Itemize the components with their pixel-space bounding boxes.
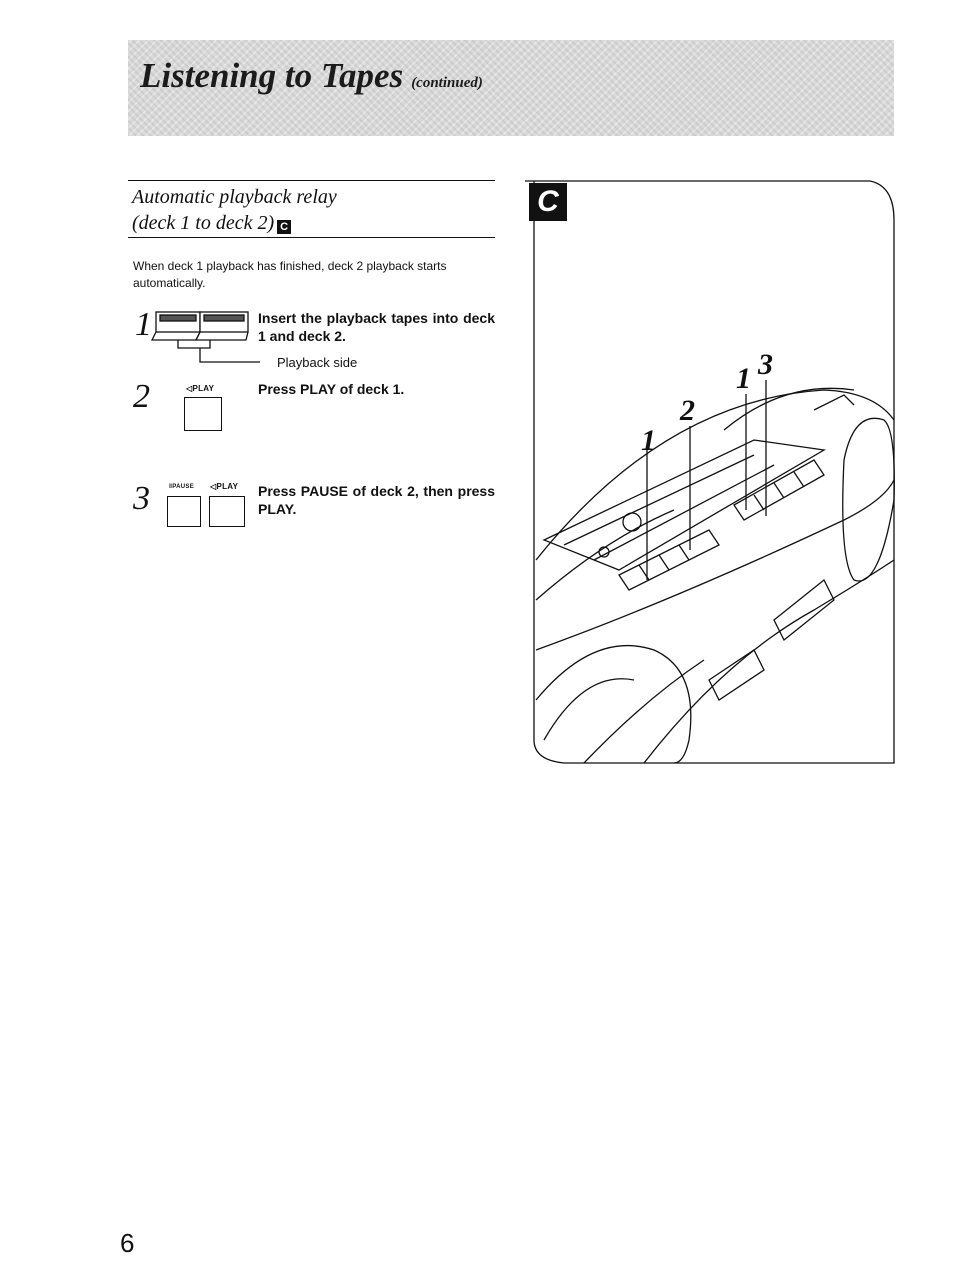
section-title-line2-text: (deck 1 to deck 2) (132, 212, 275, 234)
pause-button-label: ‖PAUSE (169, 484, 195, 490)
figure-callout-3: 3 (758, 348, 773, 381)
step-2-number: 2 (133, 378, 150, 415)
figure-callout-1a: 1 (641, 424, 656, 457)
step-2-text: Press PLAY of deck 1. (258, 381, 405, 397)
page-number: 6 (120, 1228, 135, 1258)
figure-callout-2: 2 (680, 394, 695, 427)
section-title-line1: Automatic playback relay (132, 186, 337, 208)
figure-ref-badge: C (277, 220, 292, 234)
intro-text: When deck 1 playback has finished, deck … (133, 259, 447, 290)
playback-side-label: Playback side (277, 355, 358, 370)
step-1-text: Insert the playback tapes into deck 1 an… (258, 310, 495, 344)
step-3-number: 3 (133, 480, 150, 517)
play-button-label: ◁PLAY (186, 384, 215, 393)
cassette-tapes-icon (150, 311, 260, 363)
play-button-icon-2 (209, 496, 245, 527)
header-band (128, 40, 894, 136)
step-3-text: Press PAUSE of deck 2, then press PLAY. (258, 483, 495, 517)
page-title: Listening to Tapes (continued) (140, 56, 483, 96)
section-bottom-rule (128, 237, 495, 238)
section-title-line2: (deck 1 to deck 2)C (132, 210, 492, 236)
section-top-rule (128, 180, 495, 181)
play-button-label-2: ◁PLAY (210, 482, 239, 491)
step-1-number: 1 (135, 306, 152, 343)
figure-c-illustration (525, 180, 895, 764)
play-button-icon (184, 397, 222, 431)
page-title-continued: (continued) (411, 75, 483, 91)
section-title: Automatic playback relay (deck 1 to deck… (132, 184, 492, 236)
figure-letter-c: C (529, 183, 567, 221)
pause-button-icon (167, 496, 201, 527)
page-title-text: Listening to Tapes (140, 56, 404, 95)
figure-callout-1b: 1 (736, 362, 751, 395)
